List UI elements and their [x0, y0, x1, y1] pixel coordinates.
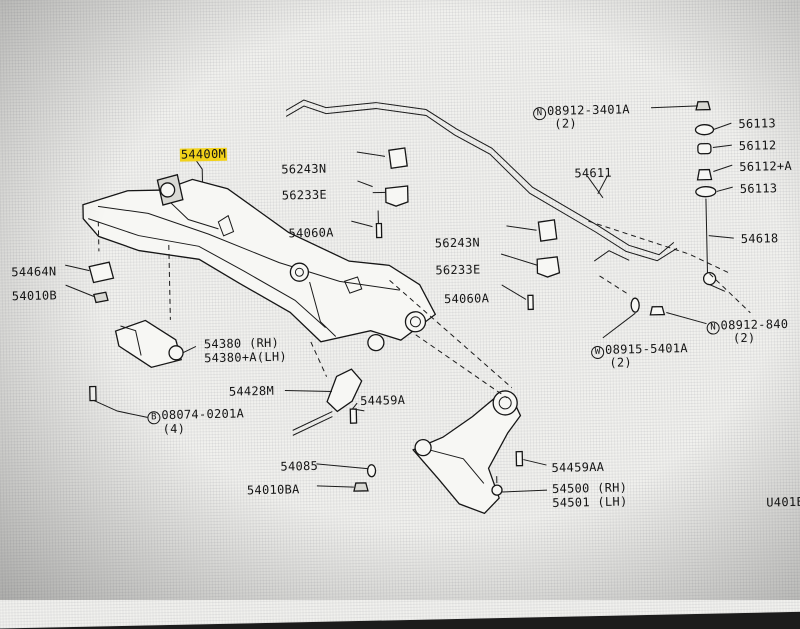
label-54060A-lower[interactable]: 54060A [443, 291, 490, 307]
label-56113-lower[interactable]: 56113 [739, 181, 778, 196]
stabilizer-bar-54611 [285, 99, 678, 262]
label-54459A[interactable]: 54459A [359, 393, 406, 408]
label-54085[interactable]: 54085 [280, 458, 319, 474]
bolts-08074 [89, 385, 148, 418]
label-56113-upper[interactable]: 56113 [738, 116, 777, 131]
label-54060A-upper[interactable]: 54060A [288, 225, 334, 241]
nut-08912-lower [649, 305, 666, 316]
label-08912-bottom-qty: (2) [732, 330, 756, 346]
label-08912-top-qty: (2) [554, 116, 578, 131]
label-54010B[interactable]: 54010B [11, 288, 58, 304]
label-56243N-lower[interactable]: 56243N [434, 235, 481, 251]
label-56112[interactable]: 56112 [738, 138, 777, 153]
lower-control-arm [412, 390, 522, 515]
n-symbol-icon-lower: N [706, 321, 720, 335]
b-symbol-icon: B [147, 411, 161, 425]
n-symbol-icon: N [532, 107, 547, 121]
crossmember-54400M [82, 173, 437, 352]
label-08074-qty: (4) [162, 421, 186, 437]
bushing-lower [527, 219, 561, 311]
label-54400M[interactable]: 54400M [179, 146, 228, 162]
w-symbol-icon: W [591, 345, 605, 360]
label-56112A[interactable]: 56112+A [739, 158, 793, 174]
bracket-54380 [114, 319, 184, 369]
label-54618[interactable]: 54618 [740, 231, 779, 246]
insulator-54464N [88, 261, 115, 284]
label-08074-text: 08074-0201A [161, 406, 245, 423]
label-54464N[interactable]: 54464N [11, 264, 57, 280]
nut-54010BA [353, 482, 369, 492]
label-08912-top-text: 08912-3401A [546, 102, 630, 118]
washer-08915 [630, 297, 640, 313]
diagram-code: U401E [766, 494, 800, 510]
bushing-upper [372, 147, 409, 239]
label-54459AA[interactable]: 54459AA [551, 459, 605, 475]
nut-54010B [93, 291, 109, 304]
label-54010BA[interactable]: 54010BA [246, 482, 300, 498]
label-54380A[interactable]: 54380+A(LH) [204, 349, 288, 366]
bolt-54459AA [515, 450, 524, 467]
rod-54428M [292, 341, 363, 436]
label-54611[interactable]: 54611 [574, 165, 613, 181]
label-56233E-upper[interactable]: 56233E [281, 187, 328, 203]
label-54428M[interactable]: 54428M [228, 383, 275, 399]
bolt-54459A [349, 408, 358, 424]
label-54501[interactable]: 54501 (LH) [552, 494, 628, 510]
label-56243N-upper[interactable]: 56243N [281, 161, 327, 177]
washer-54085 [366, 464, 377, 478]
label-08915-text: 08915-5401A [604, 341, 688, 357]
label-56233E-lower[interactable]: 56233E [435, 262, 481, 278]
label-08915-qty: (2) [609, 355, 633, 370]
